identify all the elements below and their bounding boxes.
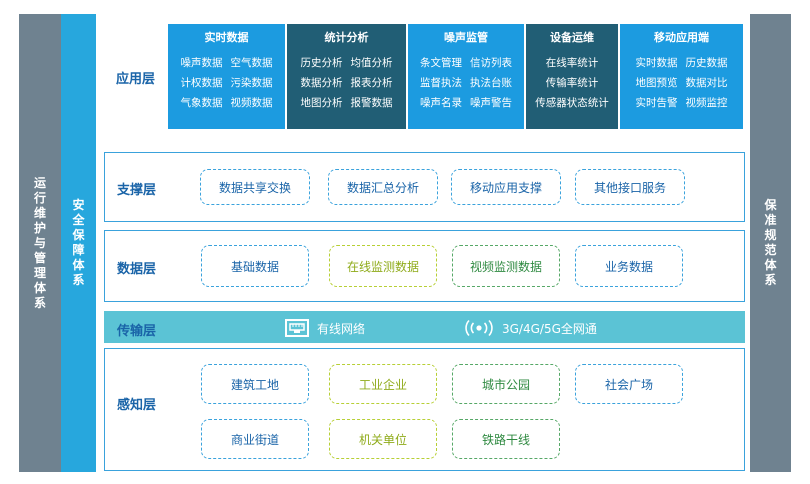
app-item: 噪声名录 [420,97,462,109]
perception-item: 社会广场 [575,364,683,404]
app-item: 地图预览 [635,77,678,89]
bar-char: 规 [764,228,777,242]
app-item: 计权数据 [180,77,223,89]
app-item: 执法台账 [470,77,512,89]
layer-label: 支撑层 [117,183,157,198]
app-item: 历史分析 [300,57,343,69]
perception-item: 建筑工地 [201,364,309,404]
app-item: 报表分析 [350,77,393,89]
bar-char: 安 [72,198,85,212]
app-item: 实时数据 [635,57,678,69]
app-item: 在线率统计 [545,57,599,69]
app-item: 均值分析 [350,57,393,69]
app-block-title: 实时数据 [204,31,249,44]
security-system-bar: 安 全 保 障 体 系 [61,14,96,472]
app-item: 地图分析 [300,97,343,109]
app-block-noise-supervision: 噪声监管 条文管理信访列表 监督执法执法台账 噪声名录噪声警告 [408,24,524,129]
perception-item: 铁路干线 [452,419,560,459]
bar-char: 体 [33,280,46,295]
bar-char: 全 [72,213,85,227]
support-item: 移动应用支撑 [451,169,561,205]
wireless-network-label: 3G/4G/5G全网通 [502,322,597,336]
perception-item: 城市公园 [452,364,560,404]
app-item: 气象数据 [180,97,223,109]
perception-item: 工业企业 [329,364,437,404]
app-item: 传感器状态统计 [535,97,609,109]
bar-char: 准 [764,213,777,227]
app-block-title: 移动应用端 [654,31,709,44]
bar-char: 体 [764,258,777,272]
app-item: 实时告警 [635,97,678,109]
layer-label: 数据层 [117,262,157,277]
app-block-device-ops: 设备运维 在线率统计 传输率统计 传感器状态统计 [526,24,618,129]
app-item: 传输率统计 [545,77,599,89]
app-block-statistics: 统计分析 历史分析均值分析 数据分析报表分析 地图分析报警数据 [287,24,406,129]
support-item: 数据汇总分析 [328,169,438,205]
bar-char: 行 [33,190,46,205]
ethernet-port-icon [285,319,309,341]
bar-char: 系 [72,273,85,287]
bar-char: 保 [72,228,85,242]
app-item: 条文管理 [420,57,462,69]
bar-char: 障 [72,243,85,257]
bar-char: 理 [33,265,46,280]
app-item: 噪声数据 [180,57,223,69]
app-item: 报警数据 [350,97,393,109]
layer-label: 传输层 [117,324,157,339]
bar-char: 维 [33,205,46,220]
app-item: 监督执法 [420,77,462,89]
bar-char: 管 [33,250,46,265]
app-block-mobile: 移动应用端 实时数据历史数据 地图预览数据对比 实时告警视频监控 [620,24,743,129]
bar-char: 系 [764,273,777,287]
bar-char: 范 [764,243,777,257]
app-item: 历史数据 [685,57,728,69]
data-item: 业务数据 [575,245,683,287]
app-item: 视频数据 [230,97,273,109]
data-item: 视频监测数据 [452,245,560,287]
app-item: 数据对比 [685,77,728,89]
app-item: 视频监控 [685,97,728,109]
app-item: 数据分析 [300,77,343,89]
perception-layer: 感知层 建筑工地 工业企业 城市公园 社会广场 商业街道 机关单位 铁路干线 [104,348,745,471]
layer-label: 感知层 [117,398,157,413]
app-block-title: 设备运维 [550,31,594,44]
app-item: 污染数据 [230,77,273,89]
support-item: 数据共享交换 [200,169,310,205]
bar-char: 运 [33,175,46,190]
application-layer: 应用层 实时数据 噪声数据空气数据 计权数据污染数据 气象数据视频数据 统计分析… [104,21,745,133]
app-block-title: 统计分析 [324,31,369,44]
data-layer: 数据层 基础数据 在线监测数据 视频监测数据 业务数据 [104,230,745,302]
app-item: 噪声警告 [470,97,512,109]
data-item: 基础数据 [201,245,309,287]
bar-char: 与 [33,235,46,250]
layer-label: 应用层 [116,72,156,87]
transport-layer: 传输层 有线网络 3G/4G/5G全网通 [104,311,745,343]
bar-char: 护 [33,220,46,235]
app-block-title: 噪声监管 [444,31,488,44]
support-layer: 支撑层 数据共享交换 数据汇总分析 移动应用支撑 其他接口服务 [104,152,745,222]
support-item: 其他接口服务 [575,169,685,205]
ops-management-system-bar: 运 行 维 护 与 管 理 体 系 [19,14,61,472]
app-block-realtime-data: 实时数据 噪声数据空气数据 计权数据污染数据 气象数据视频数据 [168,24,285,129]
wireless-signal-icon [462,319,496,341]
perception-item: 机关单位 [329,419,437,459]
app-item: 空气数据 [230,57,273,69]
wired-network-label: 有线网络 [317,322,366,336]
bar-char: 体 [72,258,85,272]
bar-char: 系 [33,295,46,310]
app-item: 信访列表 [470,57,512,69]
standards-system-bar: 保 准 规 范 体 系 [750,14,791,472]
perception-item: 商业街道 [201,419,309,459]
data-item: 在线监测数据 [329,245,437,287]
bar-char: 保 [764,198,777,212]
